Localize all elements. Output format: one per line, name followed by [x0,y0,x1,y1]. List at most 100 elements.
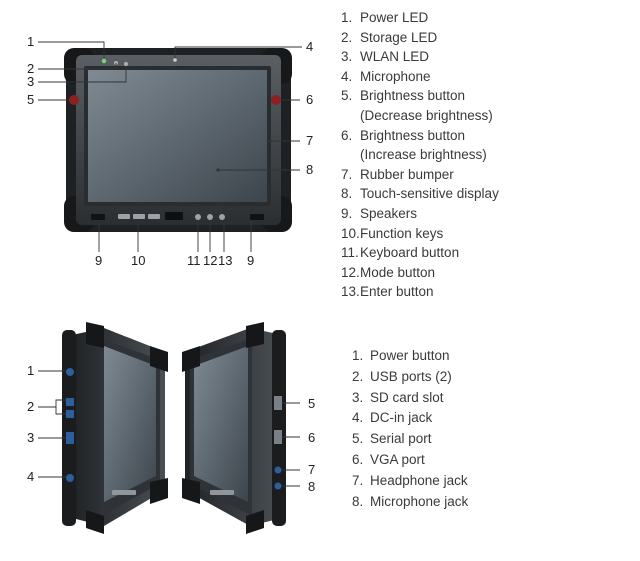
front-leader-lines [38,41,302,252]
callout-10: 10 [131,253,145,268]
right-corner-top [246,322,264,348]
legend-number: 9. [341,205,353,221]
legend-number: 13. [341,284,360,300]
tablet-left-side-view [62,322,168,534]
legend-number: 6. [352,451,364,467]
dc-in-jack[interactable] [66,474,74,482]
keyboard-button[interactable] [195,214,201,220]
function-key[interactable] [133,214,145,219]
legend-item: 8.Microphone jack [352,492,468,513]
right-callout-7: 7 [308,462,315,477]
left-view-bumper [62,330,76,526]
left-corner-top [86,322,104,348]
right-corner-top-left [182,346,200,372]
legend-label: DC-in jack [370,410,433,426]
left-callout-4: 4 [27,469,34,484]
mode-button[interactable] [207,214,213,220]
callout-11: 11 [187,253,201,268]
serial-port[interactable] [274,396,282,410]
sd-card-slot[interactable] [66,432,74,444]
brightness-down-button[interactable] [69,95,79,105]
legend-label-continued: (Increase brightness) [360,147,487,163]
right-view-bumper [272,330,286,526]
legend-number: 8. [352,493,364,509]
legend-item: 13.Enter button [341,282,499,302]
legend-number: 5. [352,431,364,447]
legend-number: 10. [341,225,360,241]
legend-item: 8.Touch-sensitive display [341,184,499,204]
front-leader-dots [216,139,272,172]
legend-number: 3. [341,49,353,65]
callout-7: 7 [306,133,313,148]
legend-label: Headphone jack [370,472,468,488]
legend-number: 6. [341,127,353,143]
right-corner-bottom [246,510,264,534]
legend-label-continued: (Decrease brightness) [360,107,493,123]
legend-item: 7. Headphone jack [352,471,468,492]
function-key[interactable] [118,214,130,219]
microphone-jack[interactable] [274,482,282,490]
touch-display [88,70,267,202]
right-callout-5: 5 [308,396,315,411]
tablet-front-view [64,48,292,232]
right-view-display [194,346,248,502]
callout-3: 3 [27,74,34,89]
legend-item: 2. USB ports (2) [352,367,468,388]
vga-port[interactable] [274,430,282,444]
wlan-led [124,62,128,66]
callout-6: 6 [306,92,313,107]
usb-port[interactable] [66,398,74,406]
fingerprint-slot [165,212,183,220]
legend-number: 4. [341,68,353,84]
left-leader-lines [38,370,66,478]
left-view-display [104,346,156,502]
legend-label: Brightness button [360,88,466,104]
callout-2: 2 [27,61,34,76]
power-button[interactable] [66,368,74,376]
legend-label: Power button [370,348,450,363]
legend-item: 5.Brightness button(Decrease brightness) [341,86,499,125]
enter-button[interactable] [219,214,225,220]
legend-item: 11.Keyboard button [341,243,499,263]
legend-number: 7. [352,472,364,488]
legend-number: 7. [341,166,353,182]
callout-9b: 9 [247,253,254,268]
callout-1: 1 [27,34,34,49]
legend-item: 4.DC-in jack [352,408,468,429]
speaker-left [91,214,105,220]
legend-number: 11. [341,245,359,261]
front-callout-numbers: 1 2 3 4 5 6 7 8 9 10 11 12 13 9 [27,34,313,268]
microphone [173,58,177,62]
legend-label: Microphone [360,68,431,84]
legend-item: 6. Brightness button (Increase brightness) [341,126,499,165]
left-corner-bottom-right [150,478,168,504]
legend-item: 7. Rubber bumper [341,165,499,185]
legend-label: USB ports (2) [370,368,452,384]
power-led [101,58,107,64]
left-corner-bottom [86,510,104,534]
legend-item: 1. Power button [352,346,468,367]
right-view-keys [210,490,234,495]
right-callout-numbers: 5 6 7 8 [308,396,315,494]
brightness-up-button[interactable] [271,95,281,105]
legend-number: 1. [352,348,364,363]
legend-label: Storage LED [360,29,438,45]
legend-item: 2.Storage LED [341,28,499,48]
usb-port[interactable] [66,410,74,418]
right-leader-lines [282,402,300,487]
callout-12: 12 [203,253,217,268]
legend-number: 2. [352,368,364,384]
left-callout-2: 2 [27,399,34,414]
right-corner-bottom-left [182,478,200,504]
legend-label: Brightness button [360,127,466,143]
legend-item: 6.VGA port [352,450,468,471]
legend-number: 1. [341,10,353,25]
function-key[interactable] [148,214,160,219]
headphone-jack[interactable] [274,466,282,474]
callout-4: 4 [306,39,313,54]
legend-item: 10.Function keys [341,224,499,244]
legend-label: Rubber bumper [360,166,454,182]
legend-label: Function keys [360,225,444,241]
